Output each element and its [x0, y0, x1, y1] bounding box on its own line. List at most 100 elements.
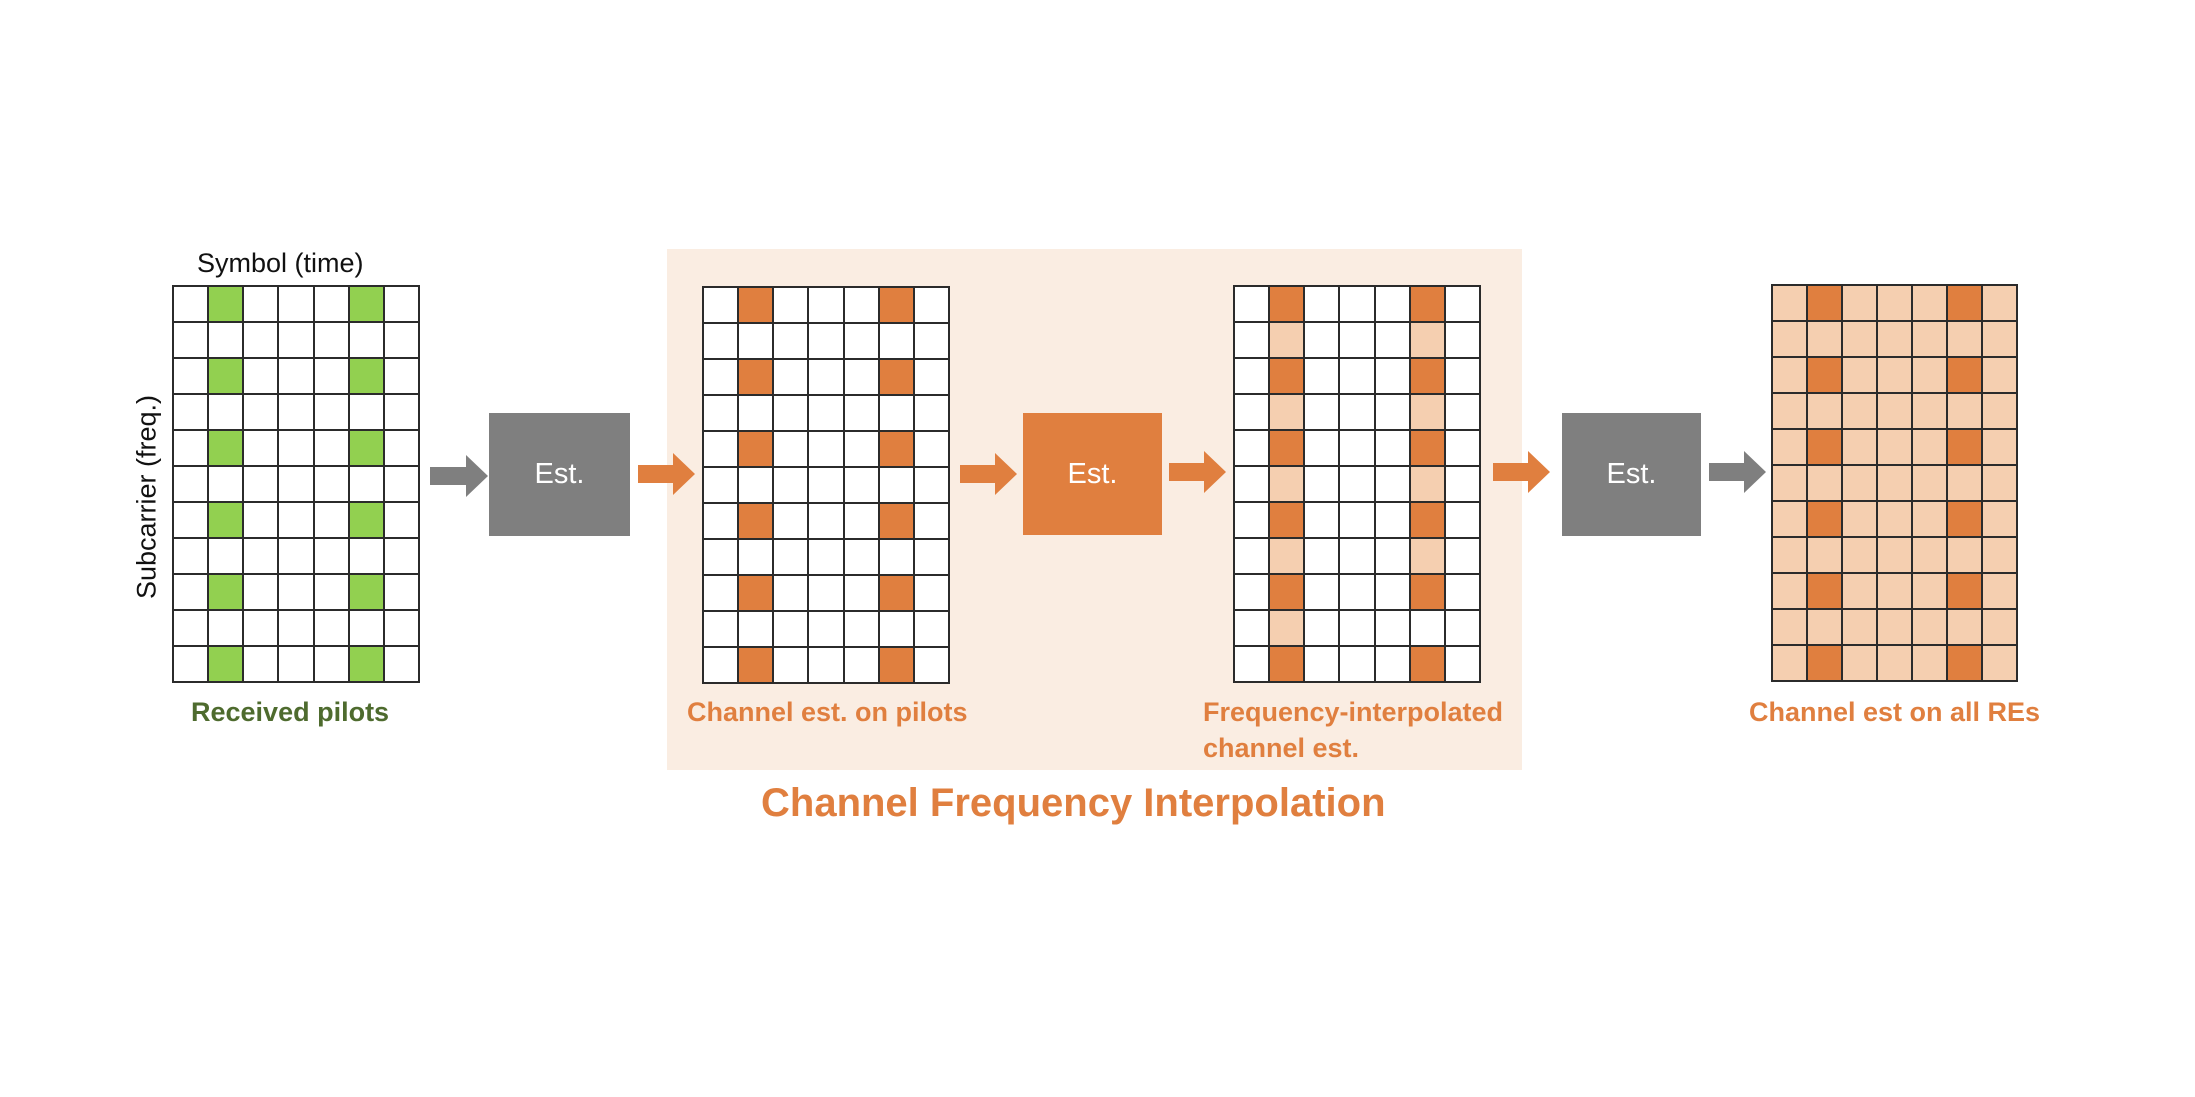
re-cell-empty: [314, 395, 348, 429]
re-cell-empty: [1375, 539, 1409, 573]
re-cell-empty: [174, 395, 208, 429]
re-cell-empty: [384, 323, 418, 357]
re-cell-empty: [1445, 503, 1479, 537]
re-cell-empty: [1375, 647, 1409, 681]
re-cell-empty: [174, 323, 208, 357]
re-cell-interpolated: [1913, 466, 1946, 500]
re-cell-interpolated: [1948, 610, 1981, 644]
re-cell-empty: [314, 611, 348, 645]
re-cell-empty: [844, 396, 878, 430]
re-cell-interpolated: [1878, 286, 1911, 320]
re-cell-interpolated: [1773, 610, 1806, 644]
re-cell-interpolated: [1913, 286, 1946, 320]
re-cell-interpolated: [1843, 466, 1876, 500]
est-block-1-label: Est.: [534, 458, 585, 490]
re-cell-empty: [174, 647, 208, 681]
re-cell-empty: [209, 539, 243, 573]
re-cell-interpolated: [1808, 538, 1841, 572]
re-cell-interpolated: [1410, 323, 1444, 357]
re-cell-pilot-estimate: [739, 432, 773, 466]
re-cell-pilot-estimate: [1948, 430, 1981, 464]
re-cell-empty: [1375, 359, 1409, 393]
re-cell-empty: [174, 503, 208, 537]
re-cell-pilot-estimate: [1808, 646, 1841, 680]
re-cell-empty: [879, 324, 913, 358]
re-cell-empty: [314, 431, 348, 465]
re-cell-pilot: [349, 287, 383, 321]
re-cell-pilot-estimate: [879, 432, 913, 466]
re-cell-empty: [914, 396, 948, 430]
re-cell-interpolated: [1983, 466, 2016, 500]
re-cell-empty: [314, 575, 348, 609]
re-cell-empty: [1445, 467, 1479, 501]
re-cell-interpolated: [1983, 538, 2016, 572]
re-cell-empty: [774, 504, 808, 538]
y-axis-label: Subcarrier (freq.): [131, 394, 162, 600]
re-cell-pilot-estimate: [1270, 575, 1304, 609]
re-cell-empty: [809, 432, 843, 466]
re-cell-pilot-estimate: [1270, 647, 1304, 681]
re-cell-empty: [704, 540, 738, 574]
re-cell-empty: [1340, 647, 1374, 681]
re-cell-interpolated: [1843, 394, 1876, 428]
re-cell-pilot: [349, 359, 383, 393]
re-cell-empty: [844, 576, 878, 610]
re-cell-interpolated: [1983, 574, 2016, 608]
re-cell-interpolated: [1983, 322, 2016, 356]
re-cell-interpolated: [1913, 394, 1946, 428]
re-cell-pilot: [209, 647, 243, 681]
re-cell-empty: [279, 611, 313, 645]
re-cell-empty: [704, 360, 738, 394]
grid-frequency-interpolated: [1233, 285, 1481, 683]
re-cell-interpolated: [1843, 502, 1876, 536]
re-cell-interpolated: [1843, 574, 1876, 608]
arrow-right-icon: [430, 455, 488, 497]
re-cell-empty: [844, 648, 878, 682]
re-cell-empty: [774, 360, 808, 394]
re-cell-interpolated: [1843, 430, 1876, 464]
re-cell-interpolated: [1773, 322, 1806, 356]
re-cell-empty: [1305, 323, 1339, 357]
re-cell-pilot-estimate: [1270, 359, 1304, 393]
re-cell-empty: [244, 395, 278, 429]
re-cell-empty: [914, 612, 948, 646]
re-cell-interpolated: [1913, 358, 1946, 392]
re-cell-interpolated: [1410, 395, 1444, 429]
re-cell-empty: [739, 540, 773, 574]
re-cell-pilot-estimate: [1948, 646, 1981, 680]
re-cell-empty: [1445, 611, 1479, 645]
re-cell-empty: [809, 504, 843, 538]
re-cell-interpolated: [1270, 467, 1304, 501]
re-cell-empty: [844, 504, 878, 538]
re-cell-empty: [809, 360, 843, 394]
re-cell-interpolated: [1773, 502, 1806, 536]
re-cell-interpolated: [1878, 574, 1911, 608]
re-cell-empty: [384, 503, 418, 537]
re-cell-pilot-estimate: [1410, 359, 1444, 393]
re-cell-empty: [704, 396, 738, 430]
re-cell-empty: [384, 539, 418, 573]
re-cell-empty: [1235, 467, 1269, 501]
caption-frequency-interpolated-line1: Frequency-interpolated: [1203, 697, 1504, 727]
re-cell-empty: [174, 539, 208, 573]
re-cell-empty: [809, 324, 843, 358]
re-cell-interpolated: [1773, 286, 1806, 320]
grid-channel-est-on-pilots: [702, 286, 950, 684]
re-cell-empty: [1410, 611, 1444, 645]
re-cell-empty: [244, 467, 278, 501]
re-cell-interpolated: [1410, 467, 1444, 501]
re-cell-empty: [1445, 431, 1479, 465]
caption-frequency-interpolated: Frequency-interpolated channel est.: [1203, 694, 1503, 766]
re-cell-empty: [809, 540, 843, 574]
re-cell-empty: [739, 612, 773, 646]
re-cell-empty: [809, 612, 843, 646]
re-cell-interpolated: [1878, 430, 1911, 464]
re-cell-empty: [1375, 287, 1409, 321]
re-cell-pilot-estimate: [739, 576, 773, 610]
re-cell-empty: [1305, 647, 1339, 681]
re-cell-interpolated: [1878, 322, 1911, 356]
re-cell-empty: [914, 540, 948, 574]
re-cell-empty: [914, 576, 948, 610]
re-cell-empty: [1305, 503, 1339, 537]
re-cell-empty: [704, 504, 738, 538]
